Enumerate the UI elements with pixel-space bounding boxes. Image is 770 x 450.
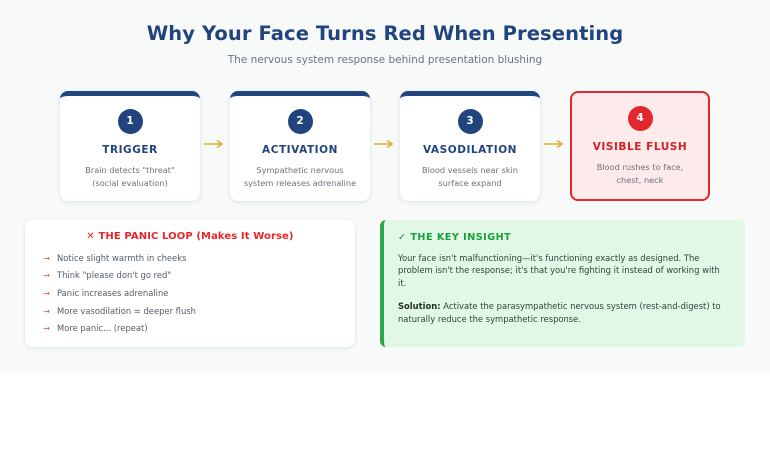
panic-loop-title: ✕ THE PANIC LOOP (Makes It Worse) [86,230,294,242]
step-card-1: 1 TRIGGER Brain detects "threat" (social… [60,91,200,201]
list-item: → More vasodilation = deeper flush [41,306,339,316]
page-title: Why Your Face Turns Red When Presenting [146,22,624,45]
arrow-right-icon: → [43,252,51,263]
key-insight-solution: Solution: Activate the parasympathetic n… [398,300,730,326]
list-item-label: More vasodilation = deeper flush [57,305,196,316]
step-description-line-3a: Blood vessels near skin [422,165,518,176]
infographic-content: Why Your Face Turns Red When Presenting … [0,0,770,348]
step-number-badge-4: 4 [627,106,653,132]
step-description-line-4a: Blood rushes to face, [596,162,684,173]
step-description-line-1a: Brain detects "threat" [85,165,175,176]
header: Why Your Face Turns Red When Presenting … [0,0,770,66]
list-item-label: Panic increases adrenaline [57,288,169,299]
key-insight-panel: ✓ THE KEY INSIGHT Your face isn't malfun… [380,219,745,348]
list-item: → Think "please don't go red" [41,270,339,280]
process-steps-row: 1 TRIGGER Brain detects "threat" (social… [0,91,770,201]
step-title-4: VISIBLE FLUSH [592,141,688,154]
step-number-badge-3: 3 [457,109,483,135]
step-number-badge-2: 2 [287,109,313,135]
arrow-right-icon: → [43,323,51,334]
list-item-label: More panic... (repeat) [57,323,148,334]
list-item: → Panic increases adrenaline [41,288,339,298]
step-description-line-2a: Sympathetic nervous [256,165,344,176]
step-arrow-icon-3 [540,91,570,200]
step-number-badge-1: 1 [117,109,143,135]
bottom-panels-row: ✕ THE PANIC LOOP (Makes It Worse) → Noti… [0,219,770,348]
step-description-line-1b: (social evaluation) [92,177,168,188]
step-description-line-4b: chest, neck [616,174,664,185]
step-arrow-icon-1 [200,91,230,200]
step-title-3: VASODILATION [422,144,518,157]
panic-loop-list: → Notice slight warmth in cheeks → Think… [41,253,339,334]
page-subtitle: The nervous system response behind prese… [227,54,543,67]
step-description-4: Blood rushes to face, chest, neck [581,161,699,185]
list-item-label: Think "please don't go red" [57,270,172,281]
step-title-2: ACTIVATION [262,144,338,157]
step-title-1: TRIGGER [102,144,158,157]
solution-text: Activate the parasympathetic nervous sys… [398,300,721,324]
solution-label: Solution: [398,300,441,311]
panel-gap [355,220,380,348]
key-insight-title: ✓ THE KEY INSIGHT [398,231,512,243]
step-card-4: 4 VISIBLE FLUSH Blood rushes to face, ch… [570,91,710,201]
arrow-right-icon: → [43,288,51,299]
step-description-line-3b: surface expand [438,177,502,188]
arrow-right-icon: → [43,270,51,281]
step-card-2: 2 ACTIVATION Sympathetic nervous system … [230,91,370,201]
arrow-right-icon: → [43,305,51,316]
key-insight-body: Your face isn't malfunctioning—it's func… [398,252,720,289]
list-item-label: Notice slight warmth in cheeks [57,252,187,263]
list-item: → More panic... (repeat) [41,323,339,333]
step-description-2: Sympathetic nervous system releases adre… [239,164,361,188]
list-item: → Notice slight warmth in cheeks [41,253,339,263]
step-card-3: 3 VASODILATION Blood vessels near skin s… [400,91,540,201]
step-arrow-icon-2 [370,91,400,200]
panic-loop-panel: ✕ THE PANIC LOOP (Makes It Worse) → Noti… [25,219,355,348]
step-description-line-2b: system releases adrenaline [243,177,357,188]
step-description-1: Brain detects "threat" (social evaluatio… [69,164,191,188]
step-description-3: Blood vessels near skin surface expand [409,164,531,188]
